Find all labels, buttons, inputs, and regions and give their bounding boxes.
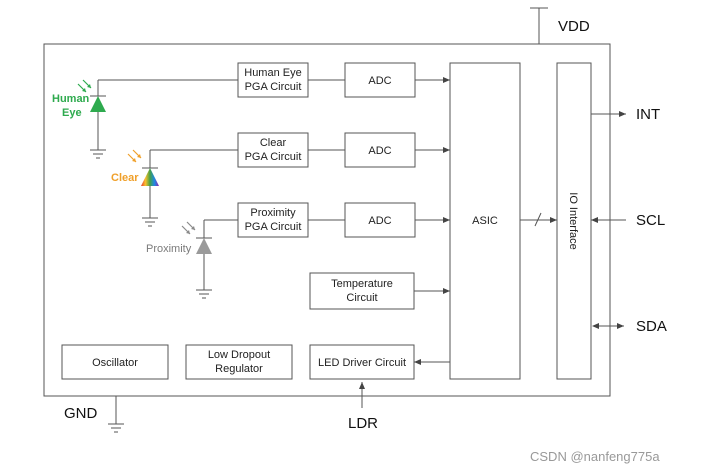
adc-label-1: ADC [368,75,391,87]
ldo-line2: Regulator [215,363,263,375]
led-driver-block [309,344,415,380]
temperature-block [309,272,415,310]
pga-proximity-block [237,202,309,238]
led-driver-label: LED Driver Circuit [318,357,406,369]
watermark: CSDN @nanfeng775a [530,449,660,464]
asic-block [449,62,521,380]
proximity-photodiode [181,219,238,299]
adc-label-3: ADC [368,215,391,227]
adc-label-2: ADC [368,145,391,157]
oscillator-label: Oscillator [92,357,138,369]
pga-proximity-line2: PGA Circuit [245,221,302,233]
pga-clear-block [237,132,309,168]
io-interface-block [556,62,592,380]
io-interface-label: IO Interface [567,192,579,249]
temperature-line1: Temperature [331,278,393,290]
pga-human-eye-line2: PGA Circuit [245,81,302,93]
vdd-label: VDD [558,18,590,35]
pga-clear-line2: PGA Circuit [245,151,302,163]
asic-label: ASIC [472,215,498,227]
sda-label: SDA [636,318,667,335]
human-eye-photodiode [77,79,238,159]
clear-photodiode [127,149,238,227]
proximity-label: Proximity [146,243,192,255]
bus-slash [534,212,542,227]
adc-block-3 [344,202,416,238]
ldo-block [185,344,293,380]
pga-human-eye-line1: Human Eye [244,67,301,79]
oscillator-block [61,344,169,380]
gnd-label: GND [64,405,98,422]
adc-block-1 [344,62,416,98]
clear-label: Clear [111,172,139,184]
adc-block-2 [344,132,416,168]
gnd-ground-symbol [108,396,124,433]
ldr-label: LDR [348,415,378,432]
scl-label: SCL [636,212,665,229]
pga-clear-line1: Clear [260,137,287,149]
pga-proximity-line1: Proximity [250,207,296,219]
human-eye-label-line1: Human [52,93,90,105]
temperature-line2: Circuit [346,292,377,304]
ldo-line1: Low Dropout [208,349,270,361]
human-eye-label-line2: Eye [62,107,82,119]
int-label: INT [636,106,660,123]
